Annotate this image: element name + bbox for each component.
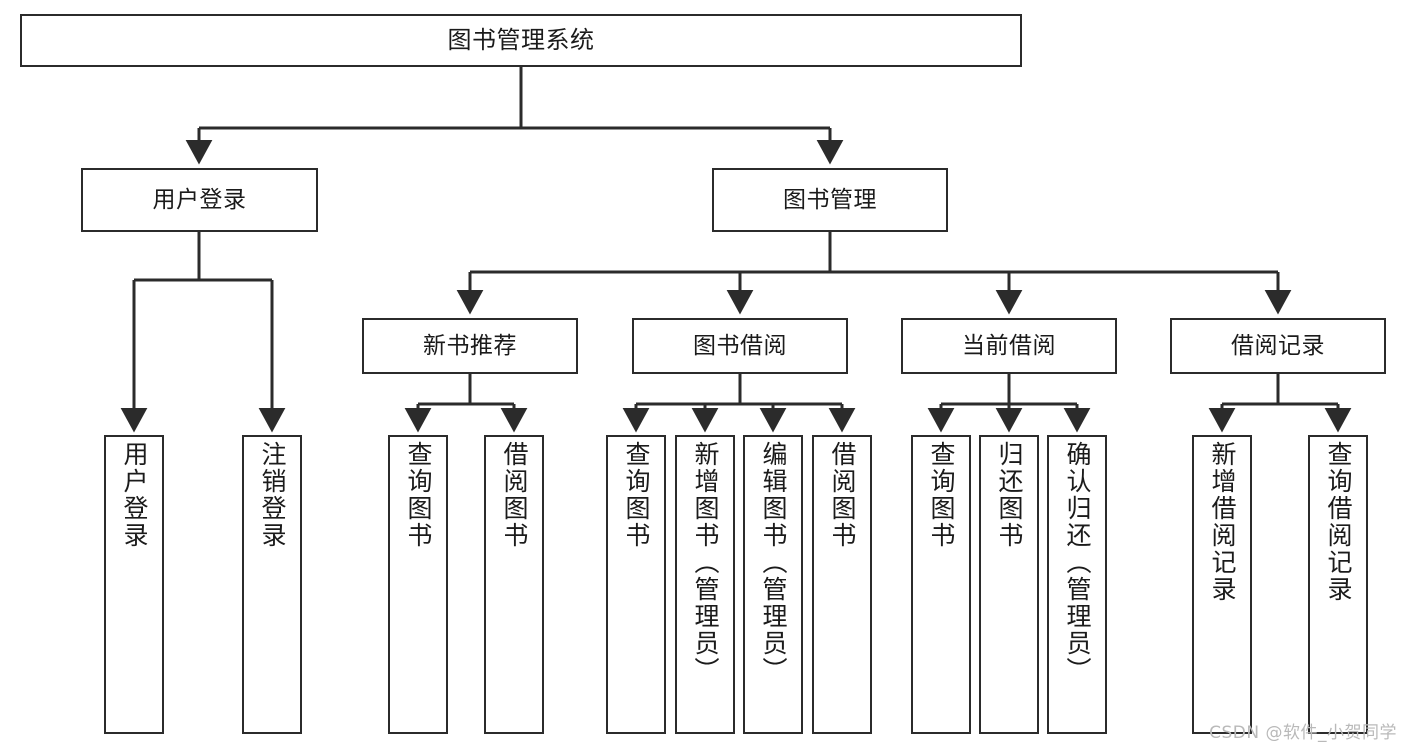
node-label: 图书借阅	[693, 332, 787, 359]
node-book-management[interactable]: 图书管理	[712, 168, 948, 232]
node-label: 归还图书	[995, 441, 1024, 549]
node-label: 查询图书	[404, 441, 433, 549]
node-label: 查询借阅记录	[1324, 441, 1353, 603]
leaf-confirm-return-admin[interactable]: 确认归还（管理员）	[1047, 435, 1107, 734]
node-label: 注销登录	[258, 441, 287, 549]
leaf-add-book-admin[interactable]: 新增图书（管理员）	[675, 435, 735, 734]
node-label: 图书管理	[783, 186, 877, 213]
node-label: 借阅图书	[828, 441, 857, 549]
leaf-borrow-book-borrow[interactable]: 借阅图书	[812, 435, 872, 734]
node-label: 查询图书	[927, 441, 956, 549]
leaf-borrow-book-new-book-rec[interactable]: 借阅图书	[484, 435, 544, 734]
node-borrow-record[interactable]: 借阅记录	[1170, 318, 1386, 374]
node-new-book-recommendation[interactable]: 新书推荐	[362, 318, 578, 374]
node-label: 借阅图书	[500, 441, 529, 549]
leaf-add-borrow-record[interactable]: 新增借阅记录	[1192, 435, 1252, 734]
node-user-login[interactable]: 用户登录	[81, 168, 318, 232]
node-label: 用户登录	[120, 441, 149, 549]
leaf-query-borrow-record[interactable]: 查询借阅记录	[1308, 435, 1368, 734]
leaf-return-book[interactable]: 归还图书	[979, 435, 1039, 734]
leaf-query-book-current-borrow[interactable]: 查询图书	[911, 435, 971, 734]
node-label: 查询图书	[622, 441, 651, 549]
leaf-query-book-borrow[interactable]: 查询图书	[606, 435, 666, 734]
node-root-book-management-system[interactable]: 图书管理系统	[20, 14, 1022, 67]
node-label: 图书管理系统	[447, 25, 595, 54]
node-current-borrow[interactable]: 当前借阅	[901, 318, 1117, 374]
node-label: 当前借阅	[962, 332, 1056, 359]
node-label: 新书推荐	[423, 332, 517, 359]
leaf-user-login[interactable]: 用户登录	[104, 435, 164, 734]
node-book-borrow[interactable]: 图书借阅	[632, 318, 848, 374]
node-label: 编辑图书（管理员）	[759, 441, 788, 684]
node-label: 借阅记录	[1231, 332, 1325, 359]
leaf-edit-book-admin[interactable]: 编辑图书（管理员）	[743, 435, 803, 734]
node-label: 新增借阅记录	[1208, 441, 1237, 603]
leaf-user-logout[interactable]: 注销登录	[242, 435, 302, 734]
csdn-watermark: CSDN @软件_小贺同学	[1209, 723, 1397, 743]
node-label: 确认归还（管理员）	[1063, 441, 1092, 684]
node-label: 用户登录	[152, 186, 247, 213]
node-label: 新增图书（管理员）	[691, 441, 720, 684]
leaf-query-book-new-book-rec[interactable]: 查询图书	[388, 435, 448, 734]
